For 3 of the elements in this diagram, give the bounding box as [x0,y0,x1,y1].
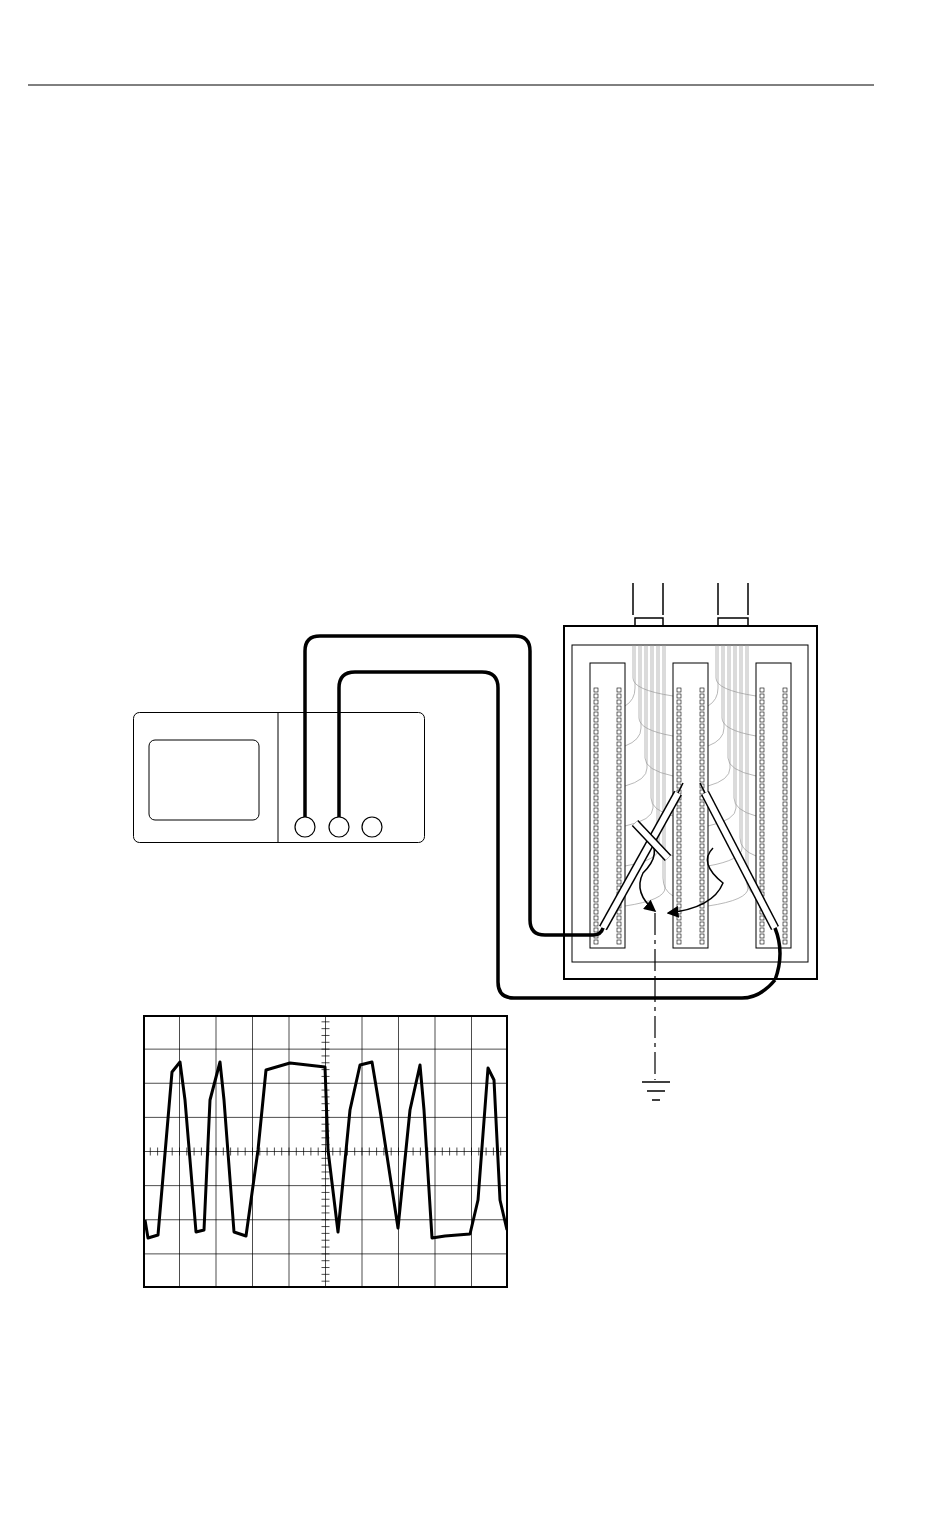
ground-line [654,979,656,1081]
probe-cable [337,670,777,1000]
probe-cable [303,634,563,937]
